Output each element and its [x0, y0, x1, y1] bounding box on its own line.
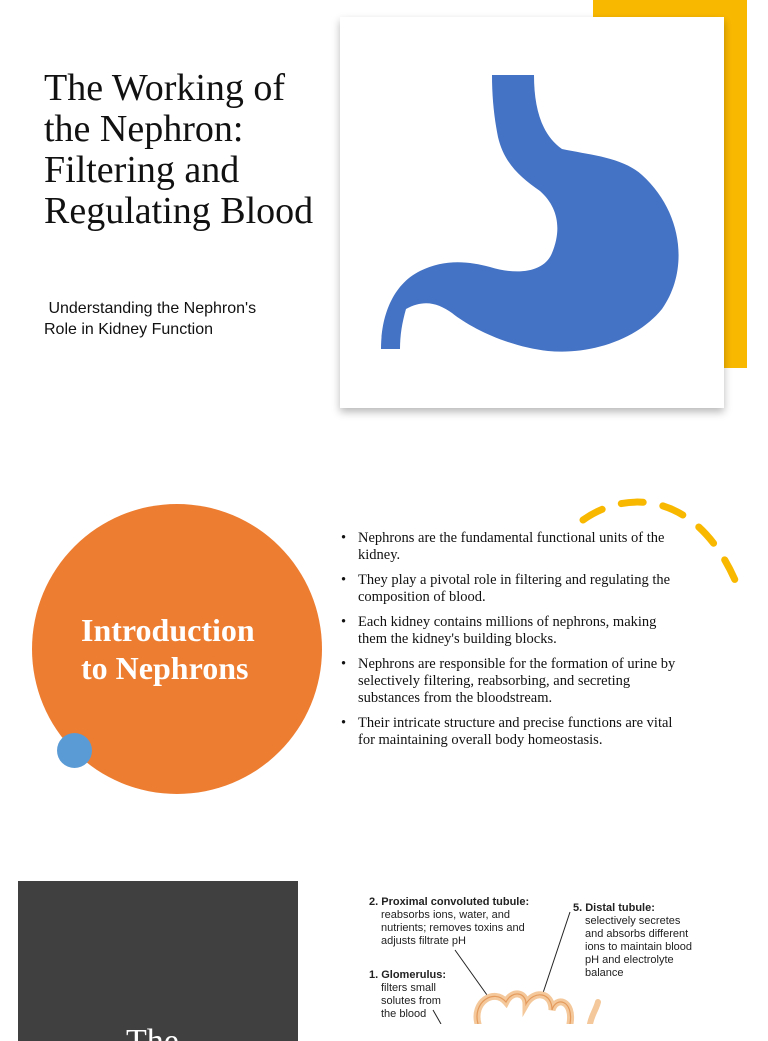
image-card — [340, 17, 724, 408]
title-circle: Introduction to Nephrons — [32, 504, 322, 794]
slide-introduction: Introduction to Nephrons Nephrons are th… — [0, 470, 768, 830]
presentation-title: The Working of the Nephron: Filtering an… — [44, 67, 314, 232]
dashed-arc-decoration — [579, 498, 739, 584]
bullet-item: They play a pivotal role in filtering an… — [340, 572, 685, 606]
bullet-item: Each kidney contains millions of nephron… — [340, 614, 685, 648]
label-proximal-tubule: 2. Proximal convoluted tubule: reabsorbs… — [369, 896, 530, 947]
slide-heading: Introduction to Nephrons — [81, 612, 255, 686]
bullet-item: Their intricate structure and precise fu… — [340, 715, 685, 749]
slide-heading: The — [126, 1023, 179, 1041]
bullet-item: Nephrons are responsible for the formati… — [340, 656, 685, 707]
slide-title: The Working of the Nephron: Filtering an… — [0, 0, 768, 440]
presentation-subtitle: Understanding the Nephron's Role in Kidn… — [44, 300, 257, 338]
bullet-list: Nephrons are the fundamental functional … — [340, 530, 685, 757]
accent-dot — [57, 733, 92, 768]
dark-title-panel: The — [18, 881, 298, 1041]
label-distal-tubule: 5. Distal tubule: selectively secretes a… — [573, 902, 693, 979]
slide-structure: The 2. Proximal convoluted tubule: reabs… — [0, 860, 768, 1041]
nephron-diagram — [432, 911, 601, 1024]
stomach-icon — [381, 75, 679, 352]
bullet-item: Nephrons are the fundamental functional … — [340, 530, 685, 564]
label-glomerulus: 1. Glomerulus: filters small solutes fro… — [369, 969, 447, 1020]
